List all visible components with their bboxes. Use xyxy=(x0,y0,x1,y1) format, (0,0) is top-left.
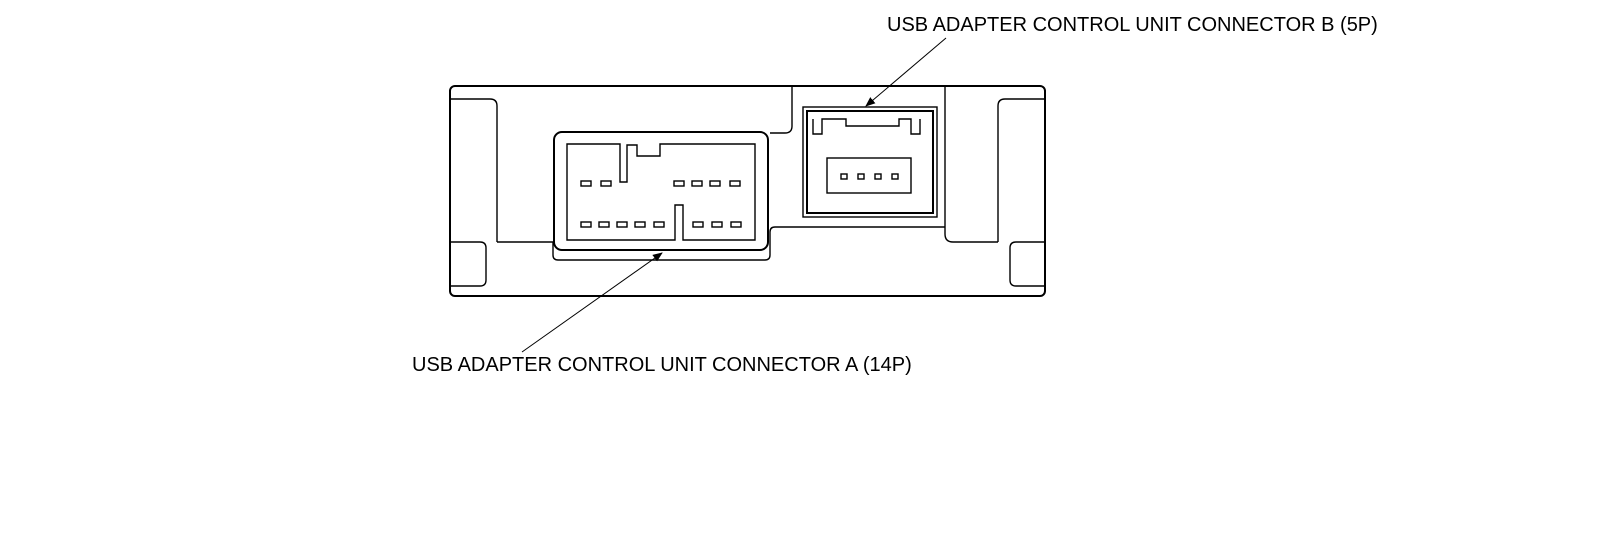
pin xyxy=(600,180,612,187)
pin xyxy=(692,221,704,228)
connector-a xyxy=(553,131,769,251)
pin xyxy=(691,180,703,187)
pin xyxy=(634,221,646,228)
connector-b-pins xyxy=(840,173,899,180)
pin xyxy=(891,173,899,180)
leader-line-b xyxy=(865,37,947,107)
pin xyxy=(874,173,882,180)
pin xyxy=(857,173,865,180)
pin xyxy=(598,221,610,228)
unit-housing xyxy=(449,85,1046,297)
connector-a-pins xyxy=(580,180,742,228)
pin xyxy=(580,180,592,187)
connector-b-label: USB ADAPTER CONTROL UNIT CONNECTOR B (5P… xyxy=(887,14,1378,36)
pin xyxy=(730,221,742,228)
pin xyxy=(580,221,592,228)
connector-a-label: USB ADAPTER CONTROL UNIT CONNECTOR A (14… xyxy=(412,354,912,376)
pin xyxy=(616,221,628,228)
pin xyxy=(673,180,685,187)
pin xyxy=(729,180,741,187)
leader-line-a xyxy=(521,252,663,353)
connector-b xyxy=(802,106,938,218)
pin xyxy=(653,221,665,228)
pin xyxy=(840,173,848,180)
pin xyxy=(711,221,723,228)
pin xyxy=(709,180,721,187)
